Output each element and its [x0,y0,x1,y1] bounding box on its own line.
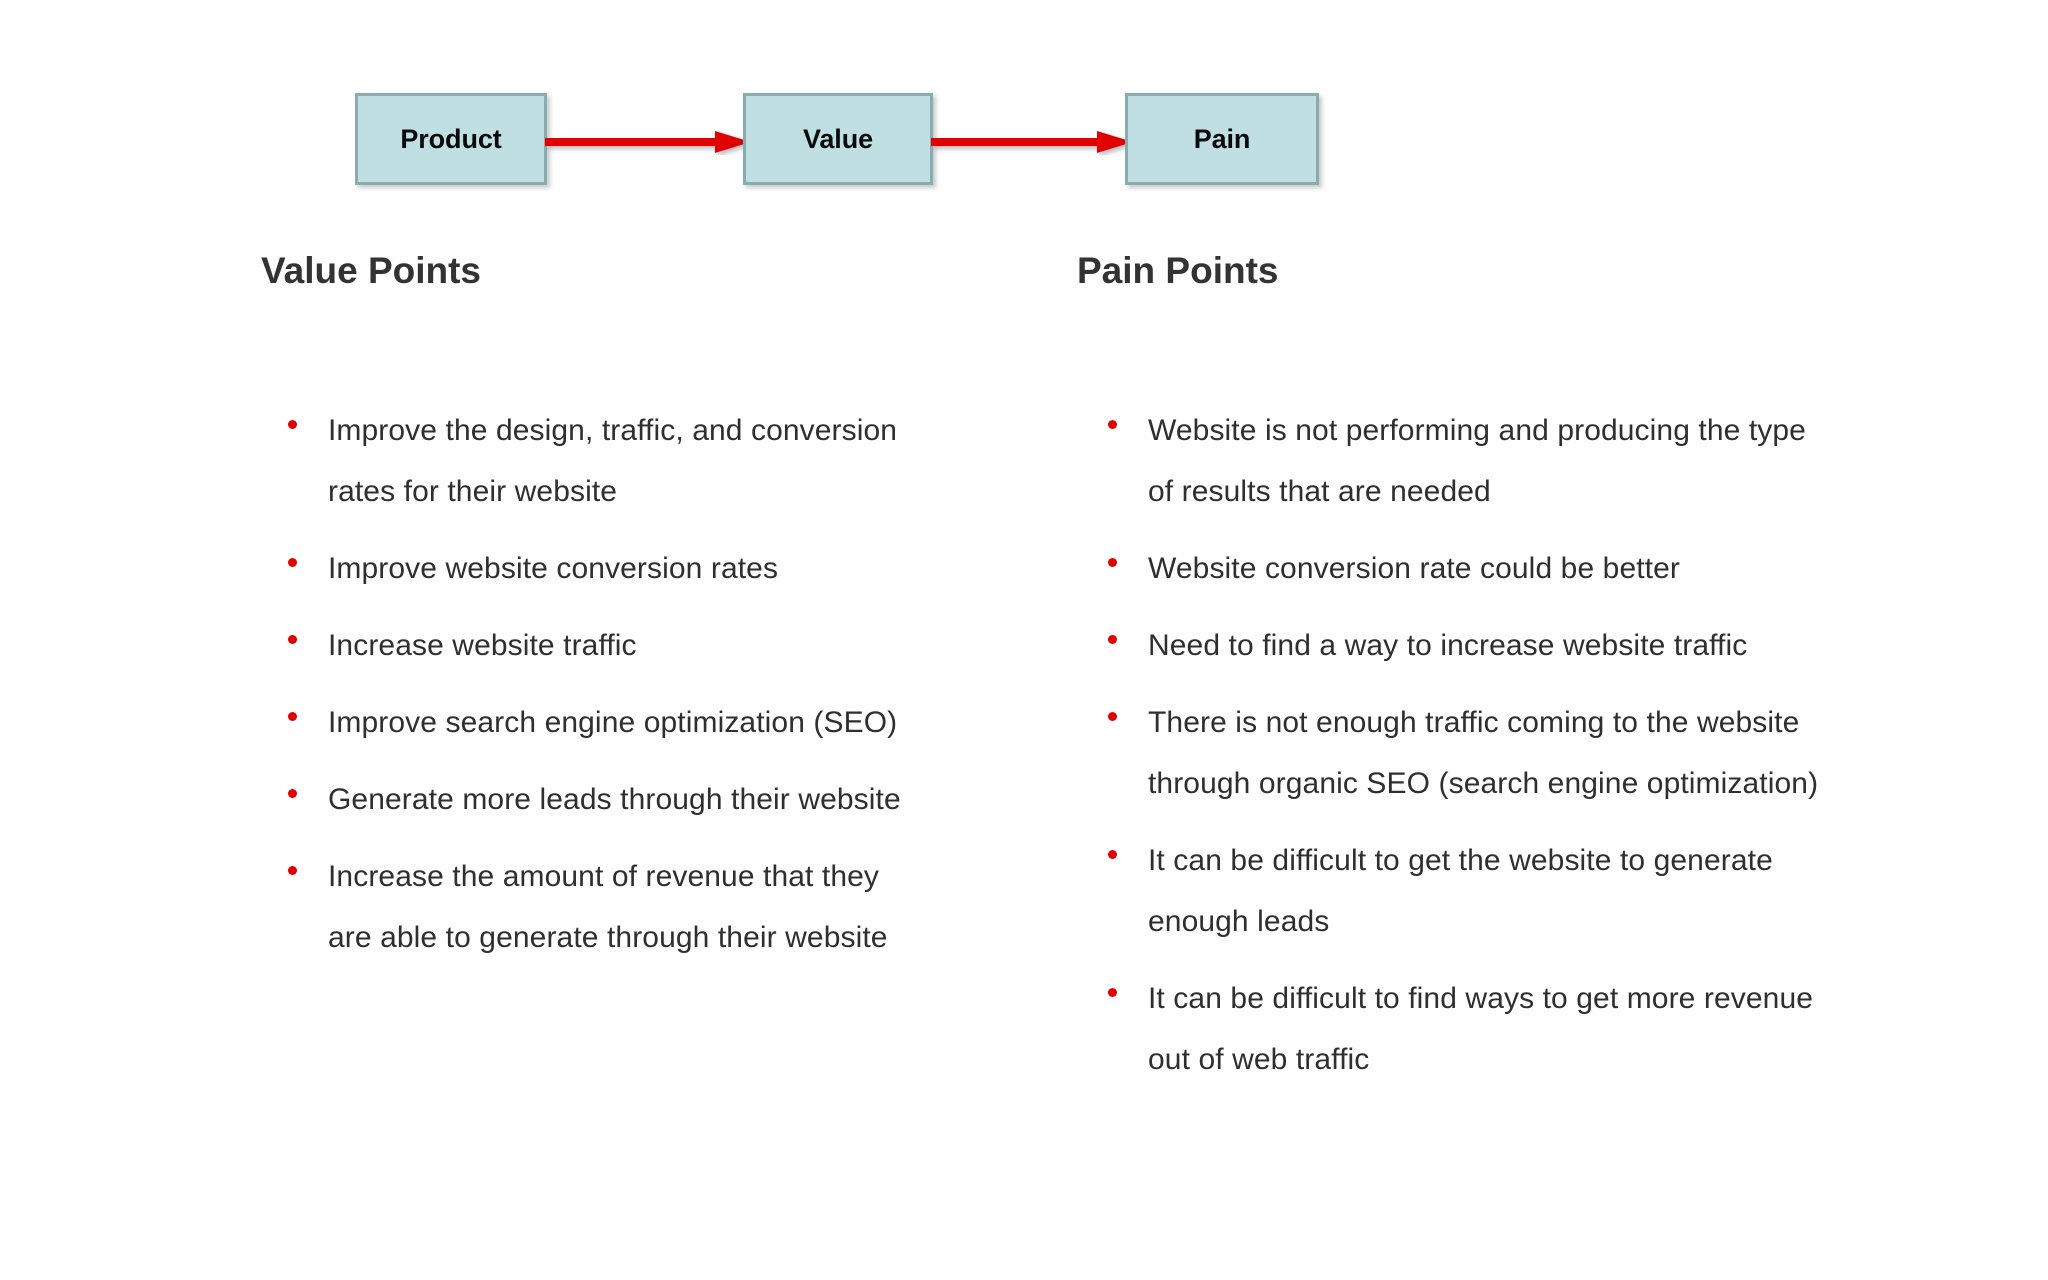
arrow-value-to-pain-icon [931,129,1133,155]
list-item: It can be difficult to get the website t… [1092,830,1832,952]
bullet-dot-icon [1108,558,1117,567]
content-panel [272,0,2048,1280]
flow-box-pain-label: Pain [1193,123,1251,154]
list-item: Improve website conversion rates [272,538,912,599]
list-item: Generate more leads through their websit… [272,769,912,830]
flow-box-value[interactable]: Value [743,93,933,185]
bullet-dot-icon [288,712,297,721]
list-item-text: Website conversion rate could be better [1148,552,1680,585]
list-item-text: Improve search engine optimization (SEO) [328,706,898,739]
pain-points-list: Website is not performing and producing … [1092,400,1832,1106]
list-item: Improve the design, traffic, and convers… [272,400,912,522]
list-item: Need to find a way to increase website t… [1092,615,1832,676]
list-item: Improve search engine optimization (SEO) [272,692,912,753]
bullet-dot-icon [288,866,297,875]
list-item: There is not enough traffic coming to th… [1092,692,1832,814]
list-item-text: Generate more leads through their websit… [328,783,901,816]
pain-points-heading: Pain Points [1077,250,1279,291]
list-item: Increase website traffic [272,615,912,676]
arrow-product-to-value-icon [545,129,751,155]
list-item-text: Increase website traffic [328,629,637,662]
flow-diagram: Product Value [0,0,2048,200]
list-item-text: It can be difficult to find ways to get … [1148,982,1814,1076]
flow-box-product[interactable]: Product [355,93,547,185]
bullet-dot-icon [1108,712,1117,721]
flow-box-value-label: Value [802,123,874,154]
list-item-text: It can be difficult to get the website t… [1148,844,1773,938]
flow-box-pain[interactable]: Pain [1125,93,1319,185]
list-item: Website conversion rate could be better [1092,538,1832,599]
bullet-dot-icon [288,420,297,429]
list-item-text: There is not enough traffic coming to th… [1148,706,1819,800]
value-points-heading: Value Points [261,250,482,291]
list-item: It can be difficult to find ways to get … [1092,968,1832,1090]
list-item-text: Increase the amount of revenue that they… [328,860,888,954]
value-points-list: Improve the design, traffic, and convers… [272,400,912,984]
list-item: Website is not performing and producing … [1092,400,1832,522]
bullet-dot-icon [288,789,297,798]
bullet-dot-icon [288,635,297,644]
list-item-text: Need to find a way to increase website t… [1148,629,1748,662]
list-item: Increase the amount of revenue that they… [272,846,912,968]
bullet-dot-icon [1108,635,1117,644]
bullet-dot-icon [288,558,297,567]
list-item-text: Improve website conversion rates [328,552,779,585]
flow-box-product-label: Product [400,123,502,154]
bullet-dot-icon [1108,988,1117,997]
bullet-dot-icon [1108,420,1117,429]
bullet-dot-icon [1108,850,1117,859]
list-item-text: Improve the design, traffic, and convers… [328,414,898,508]
list-item-text: Website is not performing and producing … [1148,414,1806,508]
